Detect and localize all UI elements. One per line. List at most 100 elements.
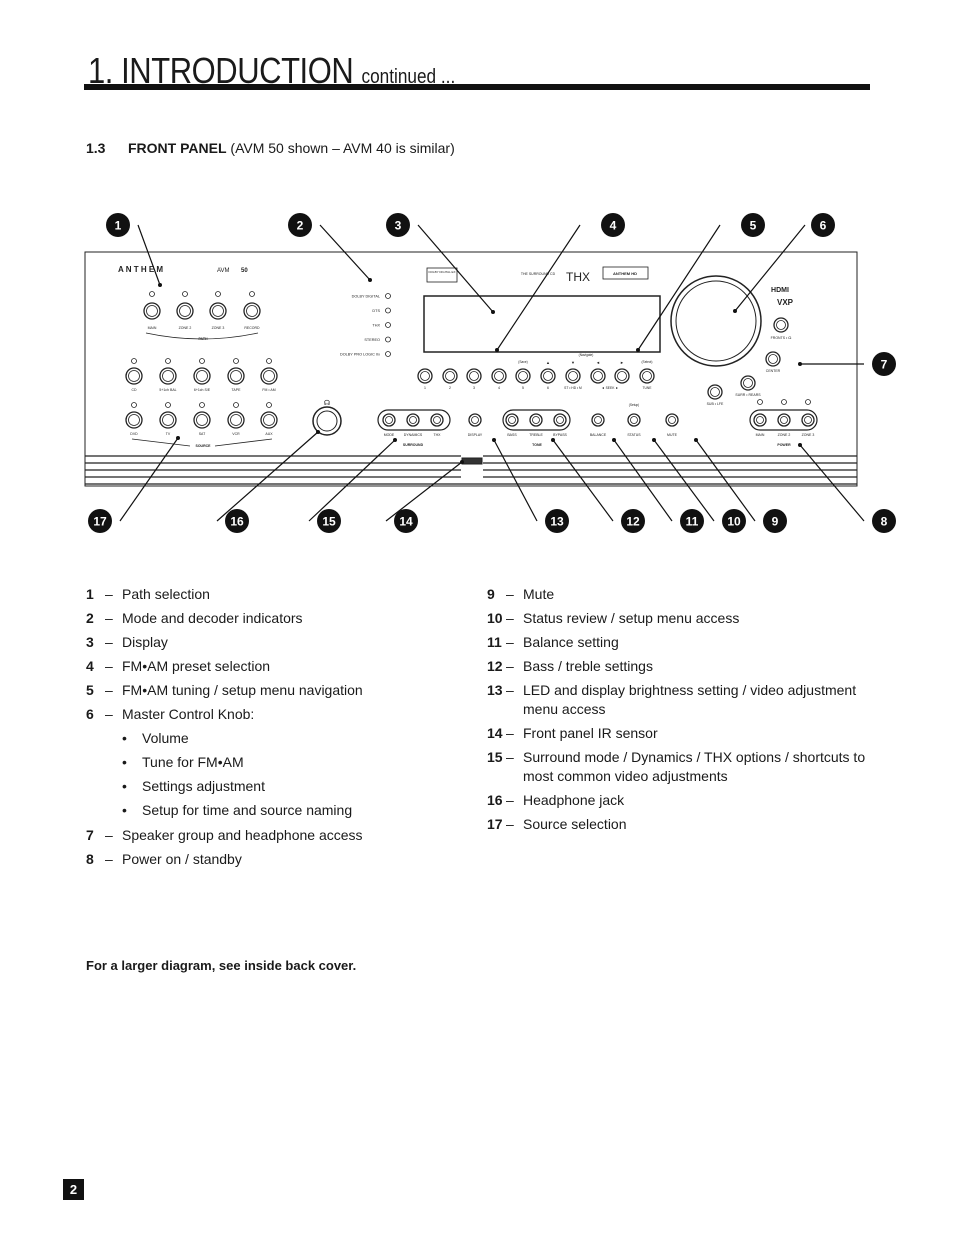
legend-dash: –: [105, 682, 113, 698]
legend-number: 7: [86, 827, 94, 843]
callout-leader-line: [552, 439, 614, 522]
path-button-label: MAIN: [148, 326, 157, 330]
legend-item: 9–Mute: [487, 585, 867, 604]
legend-text: Mode and decoder indicators: [122, 610, 303, 626]
knob-function-item: •Volume: [122, 730, 189, 746]
path-button-label: RECORD: [244, 326, 260, 330]
led: [385, 293, 391, 299]
callout-leader-line: [216, 431, 319, 522]
callout-arrowhead: [551, 438, 555, 442]
nav-arrow: ◄: [596, 360, 600, 365]
source-label: AUX: [265, 432, 273, 436]
callout-arrowhead: [636, 348, 640, 352]
display-button: [468, 413, 482, 427]
title-text: 1. INTRODUCTION: [88, 50, 354, 91]
legend-dash: –: [105, 851, 113, 867]
nav-arrow: ▼: [571, 360, 575, 365]
legend-number: 11: [487, 634, 502, 650]
callout-arrowhead: [393, 438, 397, 442]
master-knob-inner: [675, 280, 757, 362]
preset-button: [614, 368, 630, 384]
led: [131, 402, 137, 408]
legend-item: 12–Bass / treble settings: [487, 657, 867, 676]
sub-label: SUB • LFE: [707, 402, 724, 406]
legend-item: 6–Master Control Knob:: [86, 705, 466, 724]
source-label: SAT: [199, 432, 206, 436]
indicator-label: DTS: [372, 309, 380, 313]
indicator-label: THX: [372, 324, 380, 328]
balance-button: [591, 413, 605, 427]
callout-number: 16: [230, 515, 244, 529]
legend-number: 4: [86, 658, 94, 674]
led: [385, 351, 391, 357]
legend-dash: –: [506, 658, 514, 674]
source-button: [159, 411, 177, 429]
callout-leader-line: [137, 224, 161, 286]
callout-arrowhead: [176, 436, 180, 440]
callout-leader-line: [496, 224, 581, 351]
legend-number: 14: [487, 725, 503, 741]
legend-number: 9: [487, 586, 495, 602]
legend-text: Balance setting: [523, 634, 619, 650]
legend-item: 8–Power on / standby: [86, 850, 466, 869]
knob-function-item: •Setup for time and source naming: [122, 802, 353, 818]
legend-text: Mute: [523, 586, 555, 602]
knob-function-text: Settings adjustment: [142, 778, 265, 794]
legend-text: Path selection: [122, 586, 210, 602]
callout-badge: [601, 213, 625, 237]
led: [266, 402, 272, 408]
center-button: [765, 351, 781, 367]
front-panel: [84, 251, 858, 487]
legend-text: Surround mode / Dynamics / THX options /…: [523, 749, 866, 784]
legend-item: 7–Speaker group and headphone access: [86, 826, 466, 845]
seek-label: ◄ SEEK ►: [601, 386, 618, 390]
callout-number: 5: [750, 219, 757, 233]
preset-button: [540, 368, 556, 384]
preset-button: [417, 368, 433, 384]
tone-button: [553, 413, 567, 427]
dolby-logo: [426, 267, 458, 283]
legend-item: 10–Status review / setup menu access: [487, 609, 867, 628]
knob-function-item: •Tune for FM•AM: [122, 754, 244, 770]
path-button: [176, 302, 194, 320]
source-label: VCR: [232, 432, 240, 436]
legend-item: 5–FM•AM tuning / setup menu navigation: [86, 681, 466, 700]
led: [199, 402, 205, 408]
path-bracket: [145, 332, 259, 340]
path-label: PATH: [198, 337, 207, 341]
headphone-jack: [312, 406, 342, 436]
legend-text: Master Control Knob:: [122, 706, 255, 722]
anthem-hd-logo: [602, 266, 649, 280]
callout-leader-line: [613, 439, 673, 522]
led: [385, 307, 391, 314]
select-tag: (Select): [642, 360, 653, 364]
callout-badge: [722, 509, 746, 533]
mute-label: MUTE: [667, 433, 678, 437]
led: [266, 358, 272, 364]
preset-button: [491, 368, 507, 384]
page-header-title: 1. INTRODUCTION continued ...: [88, 52, 455, 96]
led: [165, 402, 171, 408]
power-label: ZONE 2: [778, 433, 791, 437]
source-button: [227, 411, 245, 429]
section-number: 1.3: [86, 140, 106, 156]
ir-sensor: [461, 457, 483, 465]
surround-button: [430, 413, 444, 427]
display-label: DISPLAY: [468, 433, 483, 437]
legend-dash: –: [105, 634, 113, 650]
surround-group-label: SURROUND: [403, 443, 424, 447]
legend-number: 12: [487, 658, 503, 674]
legend-text: FM•AM tuning / setup menu navigation: [122, 682, 363, 698]
legend-text: Status review / setup menu access: [523, 610, 740, 626]
led: [781, 399, 787, 405]
tone-label: BASS: [507, 433, 517, 437]
legend-item: 4–FM•AM preset selection: [86, 657, 466, 676]
legend-text: Power on / standby: [122, 851, 242, 867]
fronts-button: [773, 317, 789, 333]
source-label: FM • AM: [262, 388, 275, 392]
callout-number: 3: [395, 219, 402, 233]
callout-badge: [741, 213, 765, 237]
knob-function-item: •Settings adjustment: [122, 778, 265, 794]
callout-number: 15: [322, 515, 336, 529]
